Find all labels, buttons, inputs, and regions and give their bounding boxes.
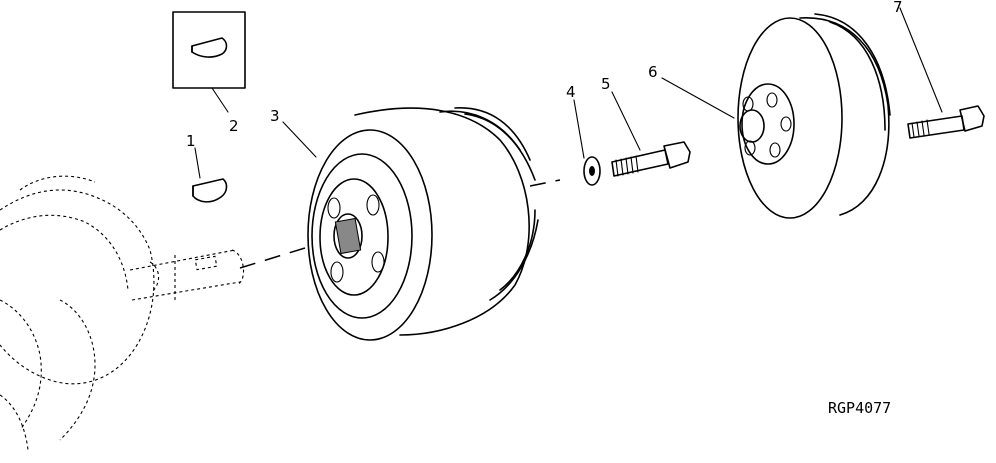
callout-6: 6 [648, 63, 658, 81]
part-5-capscrew [611, 91, 691, 177]
part-6-pulley [661, 13, 891, 219]
center-line [239, 179, 561, 269]
crankshaft [0, 175, 245, 451]
part-1-key [192, 147, 228, 203]
part-7-capscrew [899, 7, 985, 139]
callout-3: 3 [270, 107, 280, 125]
part-3-pulley [282, 107, 539, 341]
figure-code: RGP4077 [828, 399, 891, 417]
callout-5: 5 [601, 75, 611, 93]
thread-marks [615, 155, 639, 177]
part-4-washer [573, 99, 601, 186]
callout-2: 2 [229, 117, 239, 135]
callout-7: 7 [893, 0, 903, 16]
part-2-key-in-box [172, 11, 246, 113]
callout-1: 1 [186, 132, 196, 150]
callout-4: 4 [566, 83, 576, 101]
